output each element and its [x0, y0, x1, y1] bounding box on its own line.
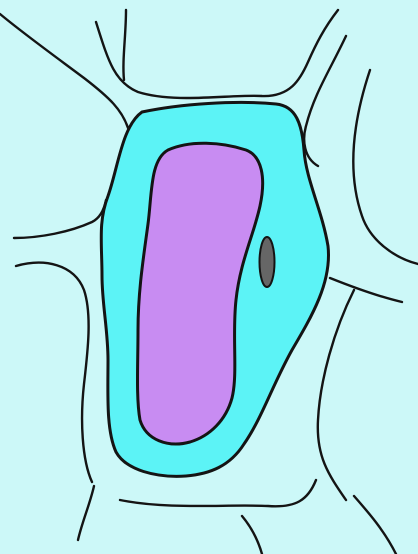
nucleus: [260, 237, 275, 287]
